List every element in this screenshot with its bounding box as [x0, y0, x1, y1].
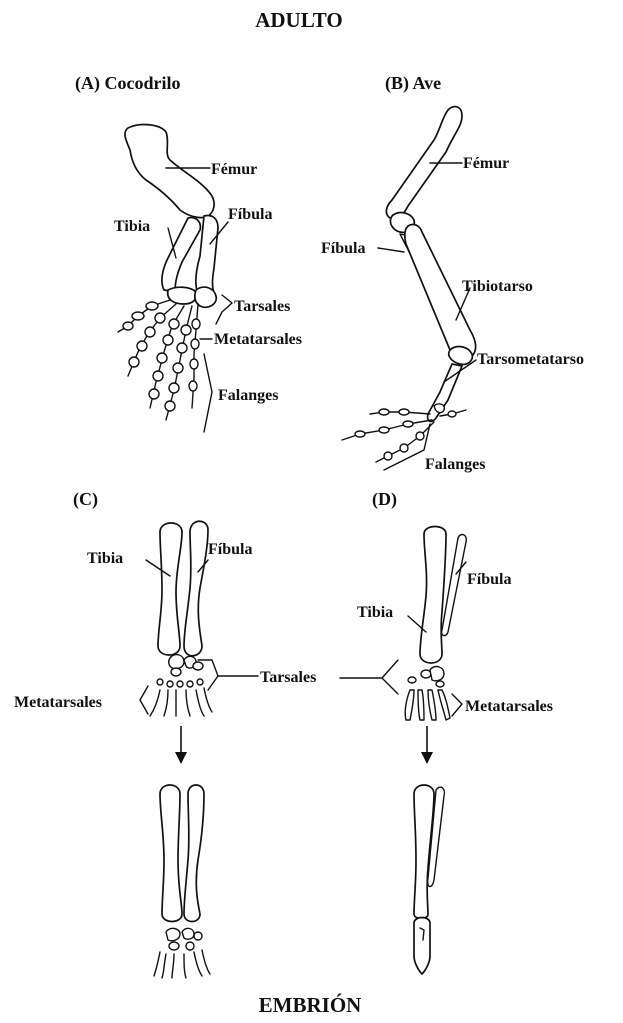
embryo-croc-lower	[154, 785, 210, 978]
bird-label-tarsometatarso: Tarsometatarso	[477, 351, 584, 368]
panel-c-title: (C)	[73, 489, 98, 510]
bird-label-tibiotarso: Tibiotarso	[462, 278, 533, 295]
croc-label-fibula: Fíbula	[228, 206, 272, 223]
bird-label-fibula: Fíbula	[321, 240, 365, 257]
embryo-c-fibula	[184, 521, 208, 656]
embryo-c-label-metatarsales: Metatarsales	[14, 694, 102, 711]
bird-toe-segments	[355, 409, 456, 460]
embryo-c-tibia	[158, 523, 182, 655]
bird-ankle	[449, 347, 473, 365]
embryo-c2-tibia	[160, 785, 182, 922]
embryo-d-label-fibula: Fíbula	[467, 571, 511, 588]
bird-label-falanges: Falanges	[425, 456, 485, 473]
croc-label-metatarsales: Metatarsales	[214, 331, 302, 348]
embryo-d-label-tibia: Tibia	[357, 604, 393, 621]
arrow-c	[175, 726, 187, 764]
croc-label-tarsales: Tarsales	[234, 298, 290, 315]
title-embryo: EMBRIÓN	[259, 993, 362, 1017]
bird-leg	[342, 107, 476, 470]
embryo-c-label-fibula: Fíbula	[208, 541, 252, 558]
embryo-c-metatarsals	[150, 688, 212, 716]
embryo-c-label-tibia: Tibia	[87, 550, 123, 567]
embryo-bird-upper	[340, 527, 466, 721]
embryo-d-metatarsals	[405, 690, 450, 720]
embryo-c2-metatarsals	[154, 950, 210, 978]
title-adult: ADULTO	[255, 8, 343, 32]
embryo-c-tarsals	[157, 655, 203, 687]
croc-label-falanges: Falanges	[218, 387, 278, 404]
panel-d-title: (D)	[372, 489, 397, 510]
embryo-c2-tarsals	[166, 928, 202, 950]
embryo-d-label-metatarsales: Metatarsales	[465, 698, 553, 715]
embryo-bird-lower	[414, 785, 444, 974]
embryo-d2-tarsometatarsus	[414, 918, 430, 975]
embryo-d-tarsals	[408, 667, 444, 687]
embryo-c2-fibula	[184, 785, 204, 922]
bird-label-femur: Fémur	[463, 155, 509, 172]
croc-label-femur: Fémur	[211, 161, 257, 178]
croc-label-tibia: Tibia	[114, 218, 150, 235]
embryo-d-tibia	[420, 527, 446, 664]
croc-tarsal-1	[168, 287, 197, 304]
croc-femur	[125, 125, 214, 218]
panel-b-title: (B) Ave	[385, 73, 441, 94]
embryo-label-tarsales: Tarsales	[260, 669, 316, 686]
arrow-d	[421, 726, 433, 764]
panel-a-title: (A) Cocodrilo	[75, 73, 180, 94]
